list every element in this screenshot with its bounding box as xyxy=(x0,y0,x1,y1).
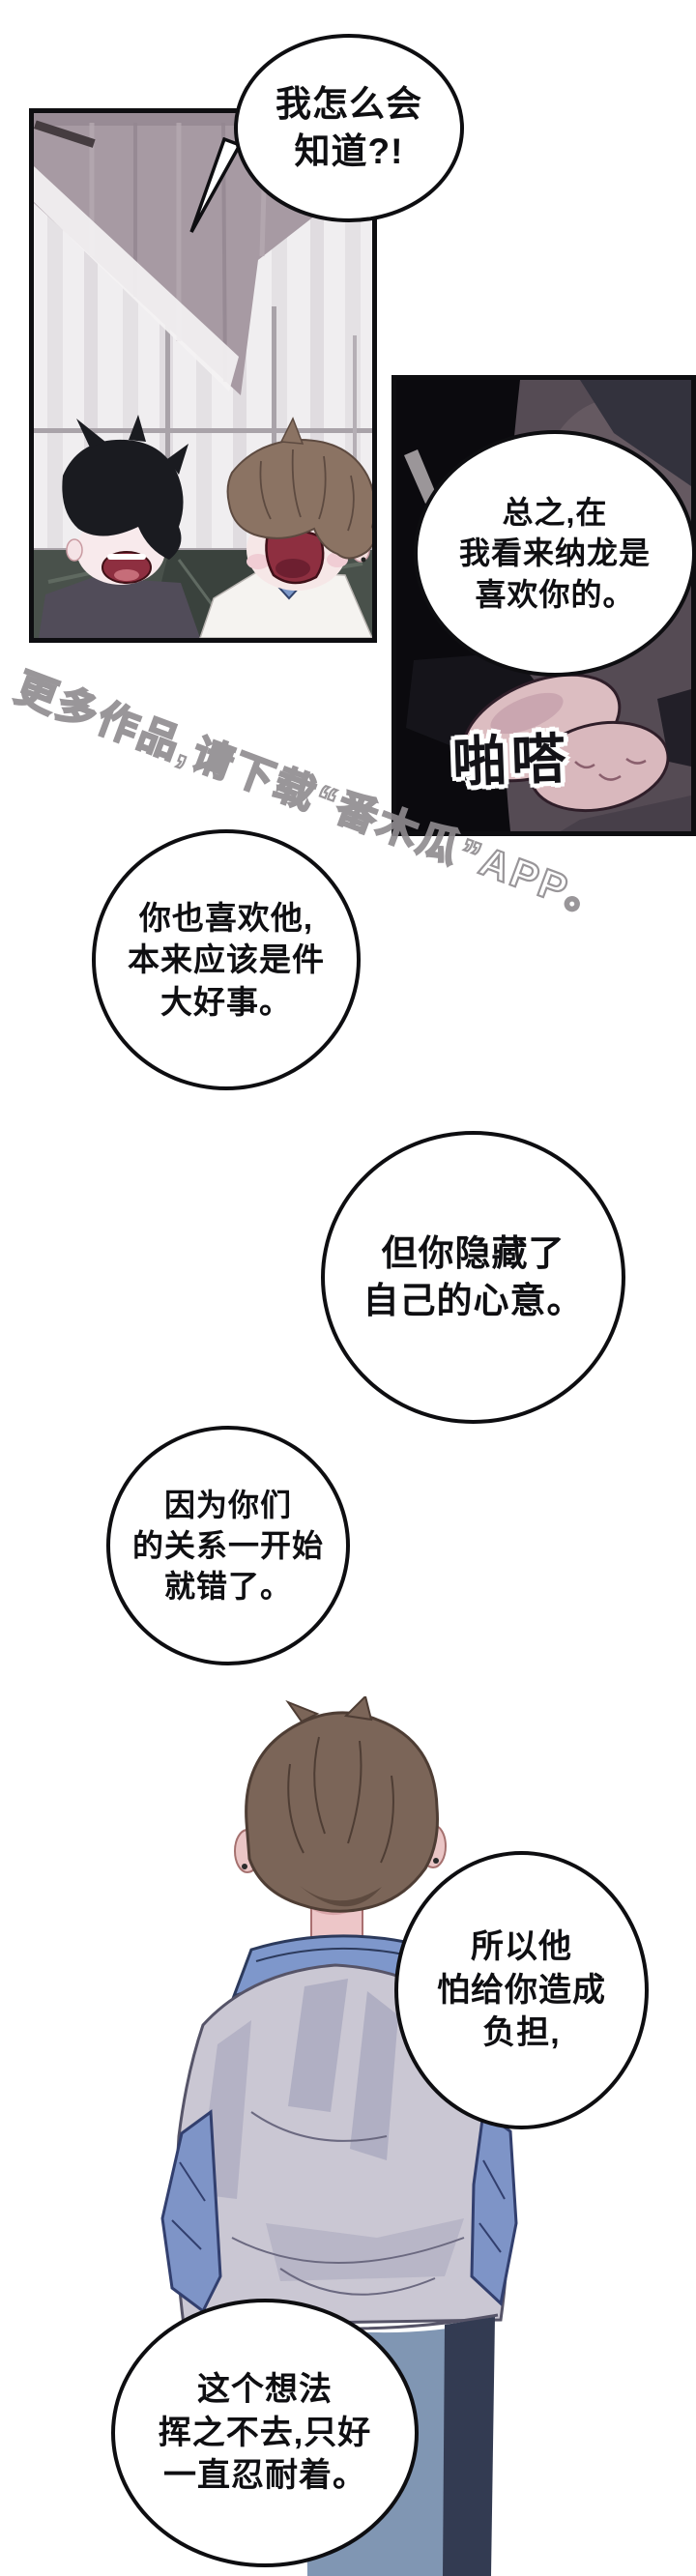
earring xyxy=(242,1864,247,1869)
clasped-hands xyxy=(406,652,691,831)
dark-shirt xyxy=(39,577,200,638)
light-beam xyxy=(34,166,239,391)
earring xyxy=(361,557,366,563)
ear xyxy=(66,538,83,562)
brown-hair xyxy=(226,438,372,560)
sfx-pada: 啪嗒 xyxy=(451,727,572,794)
brown-hair-back xyxy=(245,1694,439,1913)
earring xyxy=(433,1858,439,1864)
character-black-hair xyxy=(39,415,200,638)
speech-bubble-7: 这个想法 挥之不去,只好 一直忍耐着。 xyxy=(111,2299,419,2567)
dark-sleeve xyxy=(406,652,541,747)
speech-bubble-tail xyxy=(189,137,243,233)
character-back-art xyxy=(160,1694,518,2576)
speech-bubble-2: 总之,在 我看来纳龙是 喜欢你的。 xyxy=(414,430,696,677)
character-back-view xyxy=(58,1694,638,2576)
character-brown-hair xyxy=(199,417,372,638)
speech-bubble-1: 我怎么会 知道?! xyxy=(234,34,464,222)
curtain-rod xyxy=(34,120,96,148)
speech-bubble-5: 因为你们 的关系一开始 就错了。 xyxy=(106,1426,350,1665)
speech-bubble-6: 所以他 怕给你造成 负担, xyxy=(394,1851,649,2129)
light-sliver xyxy=(404,449,437,504)
speech-bubble-4: 但你隐藏了 自己的心意。 xyxy=(321,1131,625,1424)
speech-bubble-3: 你也喜欢他, 本来应该是件 大好事。 xyxy=(92,829,361,1090)
blue-sleeves xyxy=(160,2109,518,2314)
white-shirt xyxy=(199,570,372,638)
black-hair xyxy=(62,439,184,560)
